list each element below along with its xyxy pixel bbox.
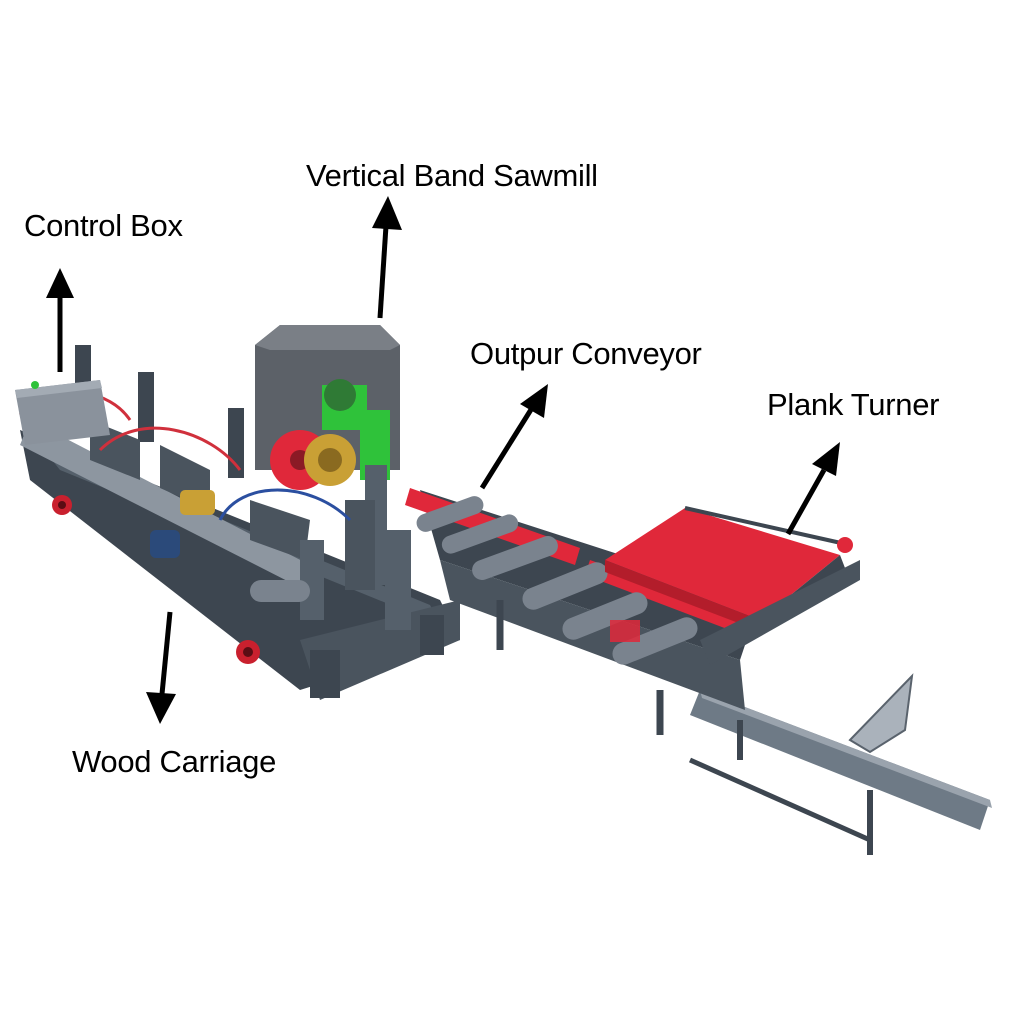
- conveyor-rollers: [416, 496, 698, 665]
- band-saw-head: [255, 325, 400, 590]
- label-vertical-band-sawmill: Vertical Band Sawmill: [306, 158, 598, 193]
- log-carriage: [15, 345, 411, 664]
- label-output-conveyor: Outpur Conveyor: [470, 336, 702, 371]
- label-wood-carriage: Wood Carriage: [72, 744, 277, 779]
- label-plank-turner: Plank Turner: [767, 387, 940, 422]
- plank-turner-table: [605, 506, 860, 665]
- outfeed-rail: [688, 673, 992, 855]
- label-control-box: Control Box: [24, 208, 183, 243]
